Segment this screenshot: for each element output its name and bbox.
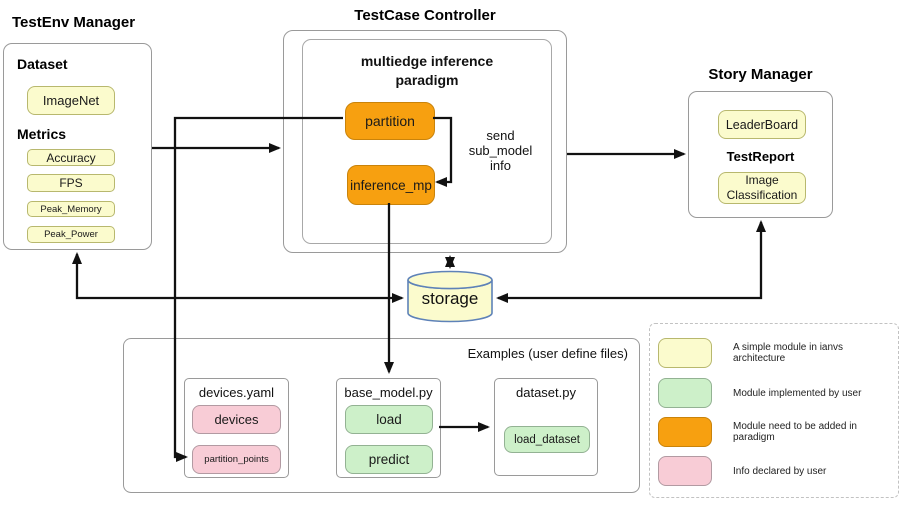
devices-yaml-title: devices.yaml <box>198 385 275 400</box>
partition-points-chip: partition_points <box>192 445 281 474</box>
legend-box: A simple module in ianvs architecture Mo… <box>649 323 899 498</box>
base-model-py-title: base_model.py <box>344 385 433 400</box>
partition-chip: partition <box>345 102 435 140</box>
testcase-controller-panel: multiedge inference paradigm partition i… <box>283 30 567 253</box>
load-dataset-chip: load_dataset <box>504 426 590 453</box>
storage-label: storage <box>421 289 479 308</box>
base-model-py-box: base_model.py load predict <box>336 378 441 478</box>
legend-yellow-swatch <box>658 338 712 368</box>
predict-chip: predict <box>345 445 433 474</box>
leaderboard-chip: LeaderBoard <box>718 110 806 139</box>
devices-yaml-box: devices.yaml devices partition_points <box>184 378 289 478</box>
metrics-label: Metrics <box>17 126 67 142</box>
legend-label: Module implemented by user <box>733 387 862 399</box>
testenv-manager-title: TestEnv Manager <box>12 14 136 31</box>
peak-power-chip: Peak_Power <box>27 226 115 243</box>
legend-row: Module implemented by user <box>658 378 894 408</box>
send-submodel-note: send sub_model info <box>448 128 553 173</box>
testenv-manager-panel: Dataset ImageNet Metrics Accuracy FPS Pe… <box>3 43 152 250</box>
dataset-label: Dataset <box>17 56 68 72</box>
legend-row: A simple module in ianvs architecture <box>658 338 894 368</box>
examples-container: Examples (user define files) devices.yam… <box>123 338 640 493</box>
story-manager-panel: LeaderBoard TestReport Image Classificat… <box>688 91 833 218</box>
legend-row: Module need to be added in paradigm <box>658 417 894 447</box>
testreport-label: TestReport <box>726 149 795 164</box>
inference-mp-chip: inference_mp <box>347 165 435 205</box>
fps-chip: FPS <box>27 174 115 192</box>
accuracy-chip: Accuracy <box>27 149 115 166</box>
paradigm-title: multiedge inference paradigm <box>360 53 494 88</box>
imagenet-chip: ImageNet <box>27 86 115 115</box>
dataset-py-box: dataset.py load_dataset <box>494 378 598 476</box>
legend-pink-swatch <box>658 456 712 486</box>
note-line: info <box>490 158 511 173</box>
dataset-py-title: dataset.py <box>516 385 576 400</box>
paradigm-box: multiedge inference paradigm partition i… <box>302 39 552 244</box>
peak-memory-chip: Peak_Memory <box>27 201 115 217</box>
testcase-controller-title: TestCase Controller <box>354 7 496 24</box>
note-line: sub_model <box>468 143 533 158</box>
legend-label: A simple module in ianvs architecture <box>733 342 844 364</box>
note-line: send <box>486 128 515 143</box>
legend-row: Info declared by user <box>658 456 894 486</box>
arrow-storage-testenv-bidirectional <box>72 252 404 303</box>
load-chip: load <box>345 405 433 434</box>
examples-label: Examples (user define files) <box>467 346 628 361</box>
story-manager-title: Story Manager <box>708 66 813 83</box>
legend-label: Info declared by user <box>733 465 827 477</box>
devices-chip: devices <box>192 405 281 434</box>
legend-green-swatch <box>658 378 712 408</box>
legend-label: Module need to be added in paradigm <box>733 421 857 443</box>
legend-orange-swatch <box>658 417 712 447</box>
image-classification-chip: Image Classification <box>718 172 806 204</box>
